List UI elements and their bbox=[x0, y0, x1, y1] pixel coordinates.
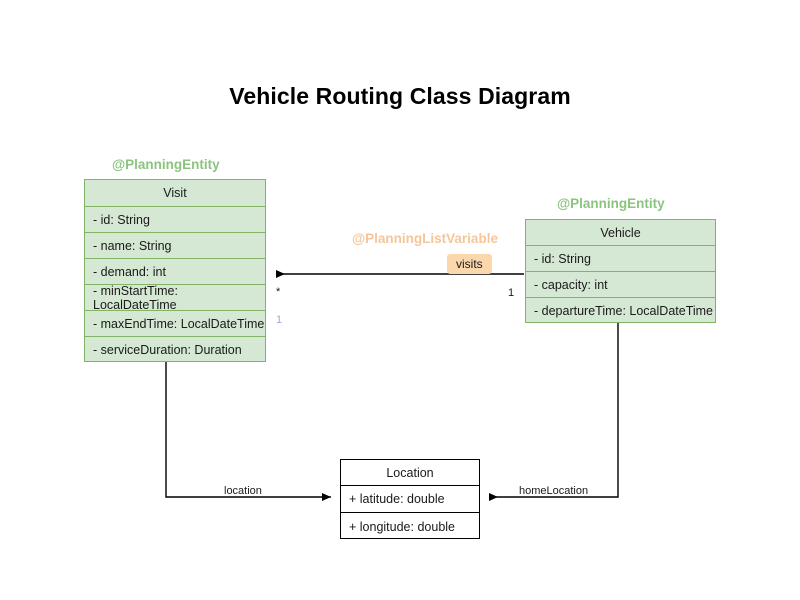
multiplicity-vehicle-one: 1 bbox=[508, 287, 515, 299]
class-box-visit[interactable]: Visit - id: String - name: String - dema… bbox=[84, 179, 266, 362]
multiplicity-visit-one: 1 bbox=[276, 314, 283, 326]
class-box-location[interactable]: Location + latitude: double + longitude:… bbox=[340, 459, 480, 539]
class-attribute: - id: String bbox=[526, 246, 715, 272]
class-name-vehicle: Vehicle bbox=[526, 220, 715, 246]
class-attribute: - name: String bbox=[85, 233, 265, 259]
page-title: Vehicle Routing Class Diagram bbox=[229, 83, 571, 109]
class-attribute: - departureTime: LocalDateTime bbox=[534, 304, 714, 318]
stereotype-visit: @PlanningEntity bbox=[112, 157, 220, 172]
class-attribute: - serviceDuration: Duration bbox=[93, 343, 242, 357]
edge-visit-to-location bbox=[165, 362, 331, 501]
edge-label-visits: visits bbox=[447, 254, 492, 274]
class-attribute: - maxEndTime: LocalDateTime bbox=[85, 311, 265, 337]
class-attribute: + latitude: double bbox=[341, 486, 479, 513]
class-attribute: - capacity: int bbox=[526, 272, 715, 298]
class-attribute: - id: String bbox=[85, 207, 265, 233]
class-attribute: - minStartTime: LocalDateTime bbox=[85, 284, 265, 312]
stereotype-visits-relationship: @PlanningListVariable bbox=[352, 231, 498, 246]
class-box-vehicle[interactable]: Vehicle - id: String - capacity: int - d… bbox=[525, 219, 716, 323]
edge-vehicle-to-location bbox=[489, 323, 619, 501]
class-name-location: Location bbox=[341, 460, 479, 486]
edge-label-home-location: homeLocation bbox=[519, 485, 589, 497]
class-attribute: + longitude: double bbox=[349, 519, 455, 534]
class-name-visit: Visit bbox=[85, 180, 265, 207]
stereotype-vehicle: @PlanningEntity bbox=[557, 196, 665, 211]
class-attribute: - demand: int bbox=[85, 259, 265, 285]
edge-label-location: location bbox=[224, 485, 262, 497]
multiplicity-visit-many: * bbox=[276, 286, 281, 298]
